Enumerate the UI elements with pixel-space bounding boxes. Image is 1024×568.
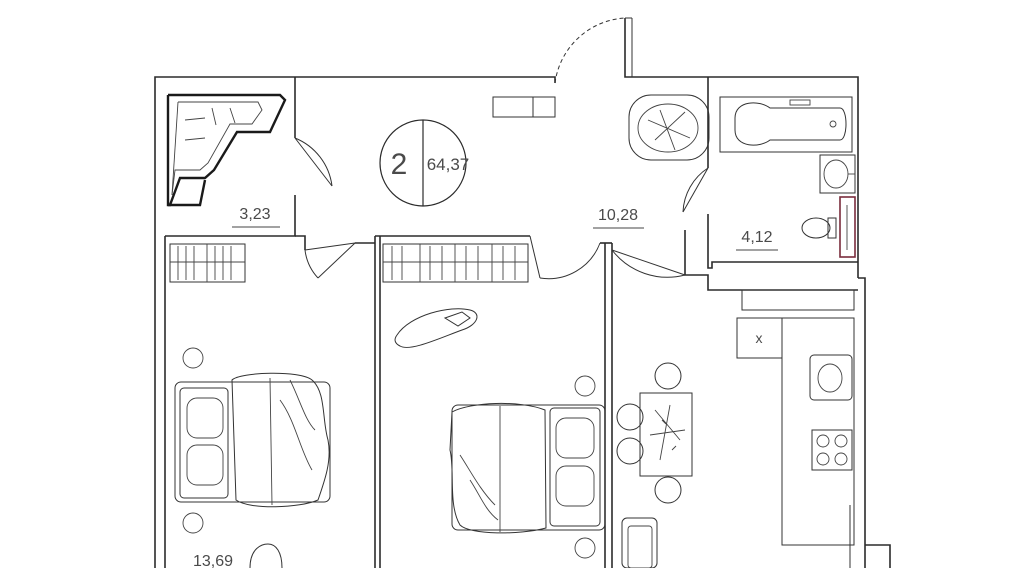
bedroom-area-label: 13,69 <box>193 553 233 568</box>
outer-walls <box>154 18 891 568</box>
interior-walls <box>164 77 858 568</box>
install-panel <box>839 196 856 258</box>
rooms-count: 2 <box>391 148 408 181</box>
armchair <box>621 517 658 568</box>
bedroom1-chair <box>249 543 283 568</box>
hall-area-label: 10,28 <box>598 207 638 224</box>
hall-wardrobe <box>492 96 556 118</box>
bathroom-area-label: 4,12 <box>741 229 772 246</box>
bathtub <box>719 96 853 153</box>
ironing-board <box>394 308 478 348</box>
total-area: 64,37 <box>427 155 470 174</box>
wc <box>801 217 837 239</box>
bedroom1-wardrobe <box>169 243 246 283</box>
bedroom2-wardrobe <box>382 243 529 283</box>
kitchen-counter <box>736 289 855 568</box>
apartment-badge: 2 64,37 <box>379 119 470 207</box>
dining-table <box>616 362 693 504</box>
bedroom1-bed <box>174 347 331 534</box>
washbasin <box>819 154 856 194</box>
storage-area-label: 3,23 <box>239 206 270 223</box>
bedroom2-bed <box>449 375 606 559</box>
kitchen-box-mark: x <box>756 330 763 346</box>
entrance-door <box>554 17 633 84</box>
toilet-round <box>628 94 710 161</box>
storage-shelving <box>166 93 287 207</box>
